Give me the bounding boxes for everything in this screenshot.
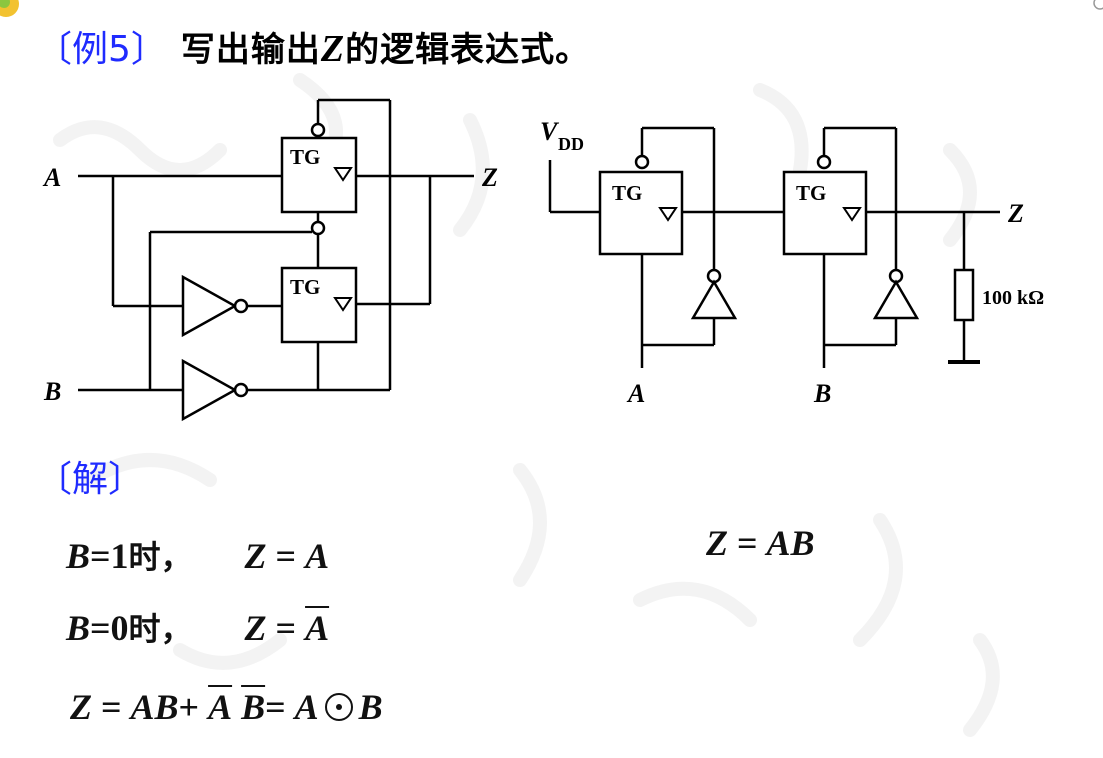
- eq1-lhs: Z: [244, 536, 267, 576]
- eq1-cond-var: B: [66, 536, 91, 576]
- circuit2-label-a: A: [626, 379, 645, 408]
- circuit2-tg-right-label: TG: [796, 181, 826, 205]
- eq2-rhs-overline: A: [305, 608, 330, 648]
- eq3-plus: +: [178, 687, 200, 727]
- circuit1-label-z: Z: [481, 163, 498, 192]
- circuit1-tg-bottom-label: TG: [290, 275, 320, 299]
- eq3-term2-a: A: [208, 687, 233, 727]
- circuit1-label-a: A: [42, 163, 61, 192]
- solution-label: 〔解〕: [36, 448, 144, 504]
- eq2-op: =: [275, 608, 297, 648]
- eq3-op2: =: [265, 687, 286, 727]
- eq4-op: =: [737, 523, 758, 563]
- title-before: 写出输出: [180, 29, 321, 70]
- circuit1-tg-top-label: TG: [290, 145, 320, 169]
- slide-title: 〔例5〕 写出输出Z的逻辑表达式。: [36, 16, 590, 76]
- eq1-cond-suffix: 时，: [128, 538, 193, 576]
- eq1-cond-val: =1: [90, 536, 129, 576]
- xnor-operator-icon: [324, 693, 353, 721]
- equation-b0: B=0时， Z = A: [66, 604, 329, 650]
- equation-b1: B=1时， Z = A: [66, 532, 329, 578]
- circuit2-vdd-sub: DD: [558, 134, 584, 154]
- eq2-cond-var: B: [66, 608, 91, 648]
- circuit2-resistor-label: 100 kΩ: [982, 287, 1044, 309]
- eq2-lhs: Z: [244, 608, 267, 648]
- title-text: 写出输出Z的逻辑表达式。: [181, 22, 590, 71]
- eq3-x2: B: [358, 687, 383, 727]
- title-after: 的逻辑表达式。: [345, 29, 591, 70]
- eq3-lhs: Z: [70, 687, 92, 727]
- corner-decoration-icon: [0, 0, 19, 17]
- solution-tag: 〔解〕: [36, 459, 145, 500]
- eq1-op: =: [275, 536, 297, 576]
- eq2-cond-val: =0: [90, 608, 129, 648]
- eq3-x1: A: [294, 687, 319, 727]
- circuit2-label-b: B: [813, 379, 831, 408]
- circuit1-label-b: B: [43, 377, 61, 406]
- eq1-rhs: A: [305, 536, 330, 576]
- corner-circle-icon: [1093, 0, 1103, 10]
- circuit2-vdd-label: V: [540, 117, 560, 146]
- eq3-op: =: [101, 687, 122, 727]
- title-variable: Z: [320, 27, 346, 70]
- equation-circuit2: Z = AB: [706, 522, 815, 564]
- eq3-term1: AB: [130, 687, 179, 727]
- circuit2-tg-left-label: TG: [612, 181, 642, 205]
- example-tag: 〔例5〕: [36, 29, 167, 70]
- eq2-cond-suffix: 时，: [128, 610, 193, 648]
- circuit2-label-z: Z: [1007, 199, 1024, 228]
- eq3-term2-b: B: [241, 687, 266, 727]
- eq4-rhs: AB: [766, 523, 815, 563]
- eq4-lhs: Z: [706, 523, 728, 563]
